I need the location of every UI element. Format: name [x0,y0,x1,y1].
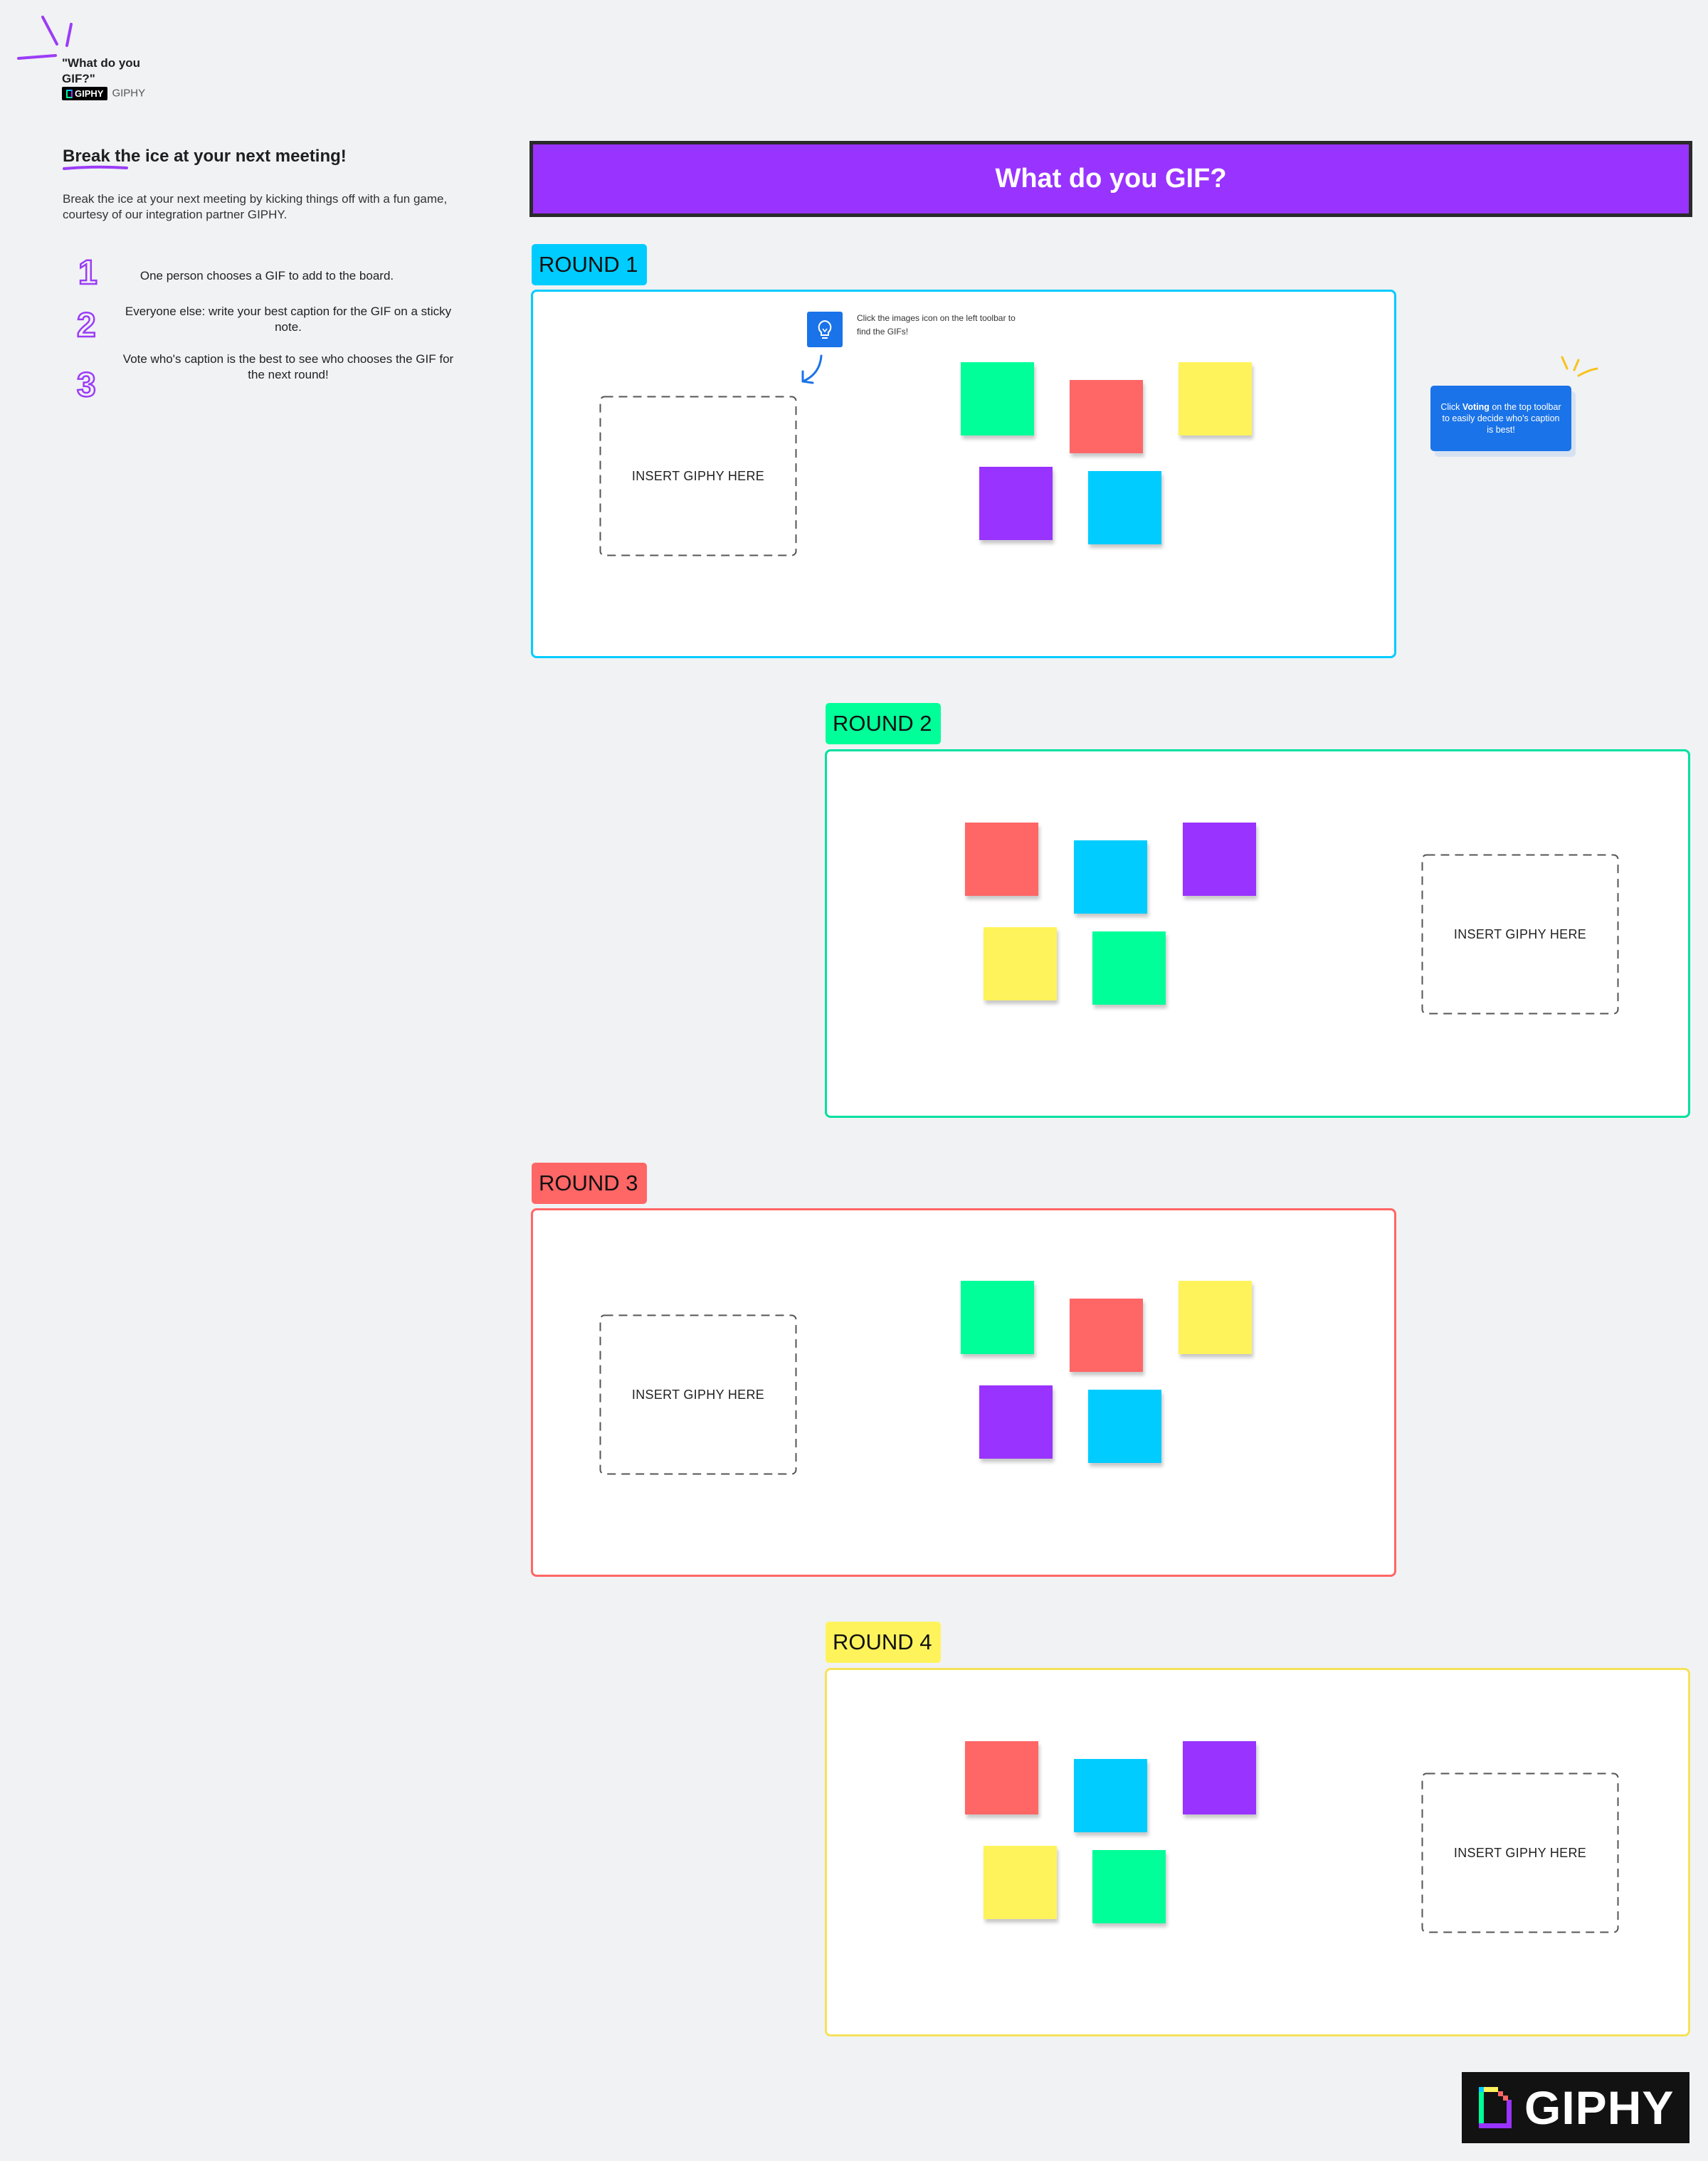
images-tip-text: Click the images icon on the left toolba… [857,313,1016,337]
sticky-note[interactable] [1088,471,1161,544]
sticky-note[interactable] [1070,380,1143,453]
sticky-note[interactable] [979,467,1053,540]
sticky-note[interactable] [984,927,1057,1000]
sparkle-doodle-icon [1561,356,1598,377]
sticky-note[interactable] [1183,823,1256,896]
step-number-1: 1 [78,254,98,292]
sticky-note[interactable] [1070,1299,1143,1372]
sticky-note[interactable] [965,1741,1038,1814]
sticky-note[interactable] [1183,1741,1256,1814]
round-4-gif-placeholder[interactable]: INSERT GIPHY HERE [1421,1772,1619,1933]
sticky-note[interactable] [1074,1759,1147,1832]
sticky-note[interactable] [1179,362,1252,435]
step-number-2: 2 [76,307,97,344]
voting-tip-card[interactable]: Click Voting on the top toolbar to easil… [1430,386,1571,451]
sticky-note[interactable] [961,1281,1034,1354]
title-banner[interactable]: What do you GIF? [529,141,1692,217]
sticky-note[interactable] [961,362,1034,435]
round-2-tag[interactable]: ROUND 2 [826,703,941,744]
giphy-glyph-icon [66,90,73,98]
round-2-frame[interactable] [825,749,1690,1118]
round-2-gif-placeholder[interactable]: INSERT GIPHY HERE [1421,854,1619,1015]
sticky-note[interactable] [1074,840,1147,914]
template-author-name: GIPHY [112,87,146,100]
step-text-1: One person chooses a GIF to add to the b… [139,269,394,282]
sticky-note[interactable] [979,1385,1053,1459]
sticky-note[interactable] [1088,1390,1161,1463]
heading-underline-doodle [63,165,128,170]
giphy-logo: GIPHY [1462,2072,1689,2143]
round-1-gif-placeholder[interactable]: INSERT GIPHY HERE [599,396,797,556]
step-text-3: Vote who's caption is the best to see wh… [122,352,454,381]
banner-title: What do you GIF? [995,164,1227,194]
step-text-2: Everyone else: write your best caption f… [125,305,452,334]
round-4-frame[interactable] [825,1668,1690,2036]
round-4-tag[interactable]: ROUND 4 [826,1622,941,1663]
round-3-frame[interactable] [531,1208,1396,1577]
round-1-frame[interactable] [531,290,1396,658]
round-3-gif-placeholder[interactable]: INSERT GIPHY HERE [599,1314,797,1475]
step-number-3: 3 [76,366,97,404]
round-1-tag[interactable]: ROUND 1 [532,244,647,285]
curved-arrow-icon [801,354,823,384]
template-author: GIPHY GIPHY [62,87,145,100]
giphy-mini-logo: GIPHY [62,87,108,100]
giphy-logo-icon [1479,2087,1512,2128]
giphy-logo-text: GIPHY [1524,2081,1675,2134]
sticky-note[interactable] [984,1846,1057,1919]
template-title: "What do you GIF?" [62,56,141,85]
spark-doodle-icon [17,16,73,60]
round-3-tag[interactable]: ROUND 3 [532,1163,647,1204]
sticky-note[interactable] [965,823,1038,896]
sidebar-heading: Break the ice at your next meeting! [63,147,347,166]
sticky-note[interactable] [1092,1850,1166,1923]
sticky-note[interactable] [1092,931,1166,1005]
lightbulb-tip-icon [807,312,843,347]
sticky-note[interactable] [1179,1281,1252,1354]
sidebar-intro: Break the ice at your next meeting by ki… [63,192,448,221]
